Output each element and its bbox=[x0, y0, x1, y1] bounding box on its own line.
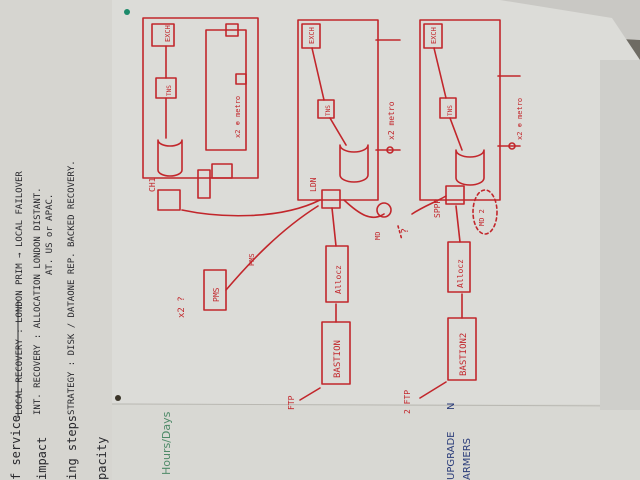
md2-circle bbox=[472, 189, 498, 235]
bracket-dot-low bbox=[508, 142, 516, 150]
ldn-label: LDN bbox=[309, 177, 318, 192]
allocz-box-bottom bbox=[447, 241, 471, 293]
x2-metro-mid: x2 metro bbox=[387, 101, 396, 140]
right-shadow-strip bbox=[600, 60, 640, 410]
sppr-label: SPPR bbox=[433, 199, 442, 218]
ftp-label-bottom: 2 FTP bbox=[403, 390, 412, 414]
hours-days-label: Hours/Days bbox=[160, 411, 173, 475]
arrow-allocz-sppr bbox=[455, 205, 461, 243]
md-label: MD bbox=[374, 232, 382, 240]
exch-box-mid bbox=[301, 23, 321, 49]
main-sheet bbox=[112, 0, 640, 410]
pms-link-label: PMS bbox=[248, 253, 256, 266]
storage-box-sppr bbox=[445, 185, 465, 205]
link-tns-db-low bbox=[449, 117, 463, 151]
x2-metro-top: x2 ⊕ metro bbox=[234, 96, 242, 138]
sheet-edge bbox=[111, 403, 640, 407]
pushpin-green bbox=[124, 9, 130, 15]
pushpin-dark bbox=[115, 395, 121, 401]
notes-line2: INT. RECOVERY : ALLOCATION LONDON DISTAN… bbox=[33, 187, 43, 415]
ch1-label: CH1 bbox=[148, 177, 157, 192]
arrow-pms-ldn bbox=[225, 205, 319, 291]
exch-label-mid: EXCH bbox=[308, 27, 316, 44]
notes-line1: LOCAL RECOVERY : LONDON PRIM → LOCAL FAI… bbox=[15, 171, 25, 415]
tns-box-low bbox=[439, 97, 457, 119]
left-line3: ing steps bbox=[65, 415, 79, 480]
x2-question-label: x2 ? bbox=[177, 296, 187, 318]
notes-line3: AT. US or APAC. bbox=[45, 194, 55, 275]
tns-label-top: TNS bbox=[166, 85, 173, 96]
exch-label-low: EXCH bbox=[430, 27, 438, 44]
armers-label: ARMERS bbox=[462, 438, 473, 480]
allocz-label-bottom: Allocz bbox=[456, 259, 465, 288]
arrow-ftp-bastion-top bbox=[299, 387, 321, 401]
link-exch-tns-mid bbox=[311, 47, 325, 101]
question-label: ? bbox=[400, 228, 411, 234]
notes-block: LOCAL RECOVERY : LONDON PRIM → LOCAL FAI… bbox=[15, 160, 77, 415]
database-icon-top bbox=[157, 139, 183, 177]
arrow-allocz-ldn bbox=[331, 207, 337, 247]
tiny-box-ch1-b bbox=[235, 73, 247, 85]
left-sheet-text: f service impact ing steps pacity bbox=[9, 415, 109, 480]
ftp-label-top: FTP bbox=[287, 395, 296, 410]
datacenter-box-sppr bbox=[419, 19, 501, 201]
left-line4: pacity bbox=[95, 437, 109, 480]
tiny-box-ch1-a bbox=[225, 23, 239, 37]
exch-label-top: EXCH bbox=[164, 25, 172, 42]
bottom-n-label: N bbox=[446, 403, 457, 410]
link-tns-db-mid bbox=[329, 117, 347, 146]
left-sheet bbox=[0, 0, 122, 480]
upgrade-label: UPGRADE bbox=[446, 431, 457, 480]
small-rack-ch1 bbox=[197, 169, 211, 199]
bastion-label-bottom: BASTION2 bbox=[459, 333, 469, 376]
tns-label-mid: TNS bbox=[325, 105, 332, 116]
dotted-link-ldn-sppr bbox=[397, 225, 403, 241]
database-icon-low bbox=[455, 149, 485, 186]
allocz-box-top bbox=[325, 245, 349, 303]
arrow-ftp-bastion-bottom bbox=[419, 381, 447, 399]
small-box-ch1 bbox=[211, 163, 233, 179]
md2-label: MD 2 bbox=[478, 209, 486, 226]
link-exch-tns-low bbox=[433, 47, 447, 99]
exch-box-top bbox=[151, 23, 175, 47]
tns-box-mid bbox=[317, 99, 335, 119]
x2-metro-low: x2 ⊕ metro bbox=[516, 98, 524, 140]
tns-label-low: TNS bbox=[447, 105, 454, 116]
md-node bbox=[376, 202, 392, 218]
storage-box-ldn bbox=[321, 189, 341, 209]
datacenter-box-ldn bbox=[297, 19, 379, 201]
bastion-label-top: BASTION bbox=[333, 340, 343, 378]
arrow-ch1-ldn bbox=[181, 199, 321, 217]
bottom-sheet bbox=[112, 404, 640, 480]
datacenter-box-ch1 bbox=[142, 17, 259, 179]
arrow-md-sppr bbox=[411, 195, 447, 215]
left-line1: f service bbox=[9, 415, 23, 480]
allocz-label-top: Allocz bbox=[334, 265, 343, 294]
bracket-dot-mid bbox=[386, 146, 394, 154]
left-line2: impact bbox=[35, 437, 49, 480]
database-icon-mid bbox=[339, 144, 369, 183]
storage-box-ch1 bbox=[157, 189, 181, 211]
pms-label: PMS bbox=[212, 287, 221, 302]
notes-line4: STRATEGY : DISK / DATAONE REP. BACKED RE… bbox=[67, 160, 77, 415]
bottom-green: Hours/Days bbox=[160, 411, 173, 475]
bottom-blue: UPGRADE bbox=[446, 431, 457, 480]
exch-box-low bbox=[423, 23, 443, 49]
